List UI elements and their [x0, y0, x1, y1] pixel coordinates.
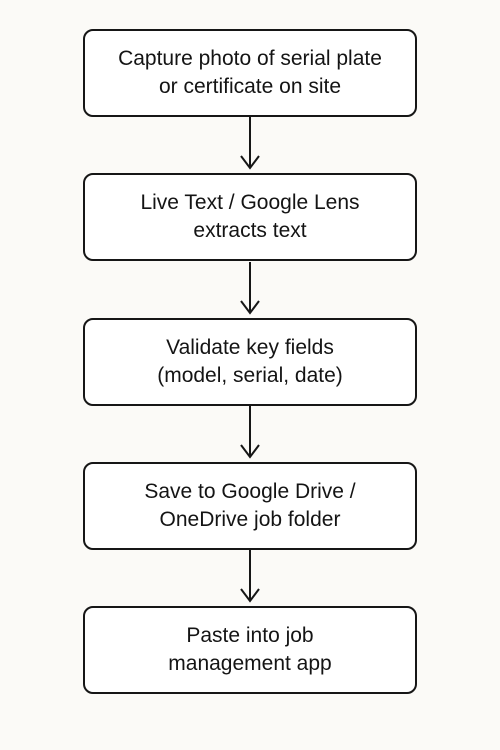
step-capture-photo-line-1: Capture photo of serial plate [118, 47, 382, 70]
step-validate-fields-line-2: (model, serial, date) [157, 364, 343, 387]
step-extract-text: Live Text / Google Lens extracts text [83, 173, 417, 261]
step-capture-photo-line-2: or certificate on site [158, 75, 342, 98]
step-extract-text-line-1: Live Text / Google Lens [140, 191, 360, 214]
arrow-step1-to-step2 [240, 117, 260, 170]
step-extract-text-line-2: extracts text [193, 219, 307, 242]
step-save-to-drive-line-2: OneDrive job folder [159, 508, 341, 531]
step-paste-into-app: Paste into job management app [83, 606, 417, 694]
step-validate-fields-line-1: Validate key fields [166, 336, 334, 359]
step-paste-into-app-line-1: Paste into job [186, 624, 314, 647]
step-capture-photo: Capture photo of serial plate or certifi… [83, 29, 417, 117]
arrow-step4-to-step5 [240, 550, 260, 603]
step-validate-fields: Validate key fields (model, serial, date… [83, 318, 417, 406]
step-save-to-drive-line-1: Save to Google Drive / [144, 480, 356, 503]
arrow-step3-to-step4 [240, 406, 260, 459]
arrow-step2-to-step3 [240, 262, 260, 315]
step-save-to-drive: Save to Google Drive / OneDrive job fold… [83, 462, 417, 550]
step-paste-into-app-line-2: management app [168, 652, 332, 675]
